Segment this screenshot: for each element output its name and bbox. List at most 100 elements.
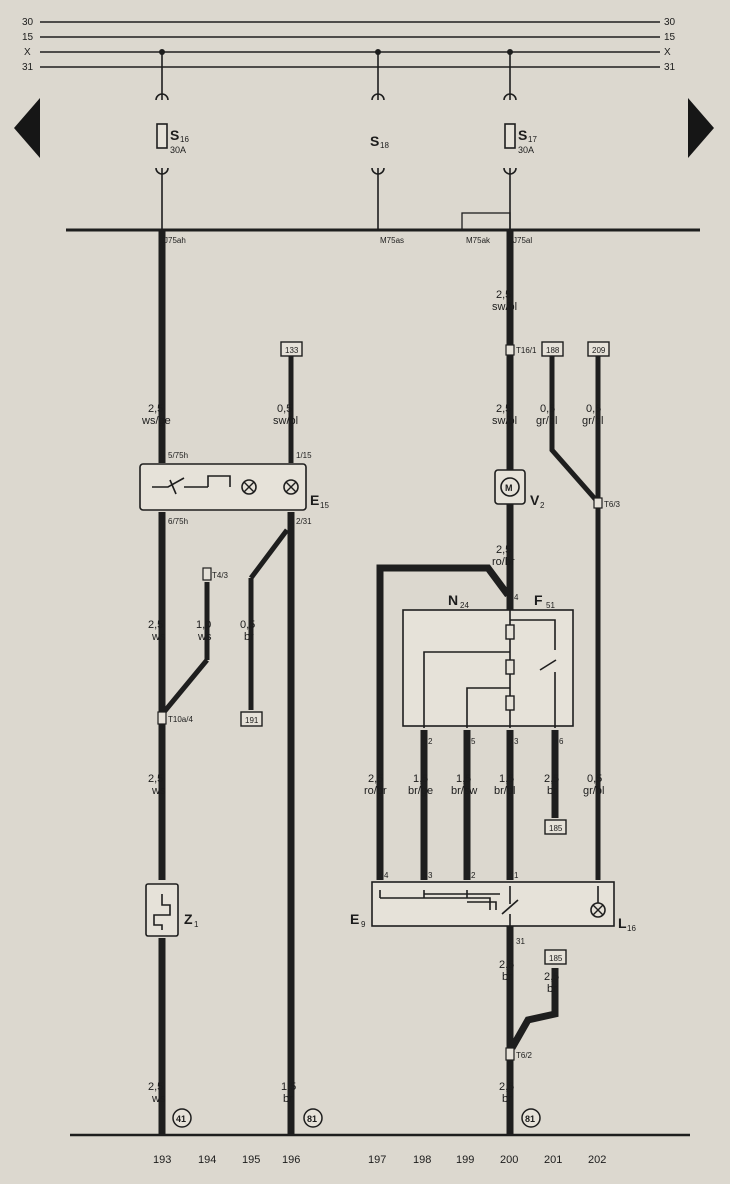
fuse-s16-label: S [170,127,179,143]
wire-label-size: 1,5 [413,773,428,785]
ref-box-185-b-label: 185 [549,954,563,963]
wire-label-size: 2,5 [496,403,511,415]
n24-pin-2: 2 [428,737,433,746]
wire-label-color: br/ge [408,785,433,797]
wire-label-size: 2,5 [544,773,559,785]
column-numbers: 193 194 195 196 197 198 199 200 201 202 [153,1154,606,1166]
ref-box-188-label: 188 [546,346,560,355]
e9-pin-2: 2 [471,871,476,880]
bus-lines: 30 15 X 31 30 15 X 31 [22,17,676,73]
l16-sub: 16 [627,924,636,933]
ref-box-209 [587,341,610,357]
ground-ref-41: 41 [176,1114,186,1124]
column-number: 199 [456,1154,474,1166]
wire-label-size: 0,5 [586,403,601,415]
next-page-arrow[interactable] [688,98,714,158]
component-z1: Z 1 [145,883,199,937]
fuse-s18-sub: 18 [380,141,389,150]
wire-label-color: gr/bl [583,785,604,797]
e9-pin-1: 1 [514,871,519,880]
pin-5-75h: 5/75h [168,451,188,460]
connectors: T16/1 T6/3 T4/3 T10a/4 T6/2 [157,344,621,1061]
wire-label-size: 2,5 [496,289,511,301]
ref-box-191 [240,711,263,727]
column-number: 196 [282,1154,300,1166]
resistor-n24-box: N 24 F 51 2 5 3 6 4 [402,592,574,746]
connector-t6-2: T6/2 [516,1051,533,1060]
bus-label-31-left: 31 [22,62,34,73]
bus-label-x-right: X [664,47,671,58]
wire-label-color: sw/bl [492,415,517,427]
wire-label-size: 0,5 [587,773,602,785]
wire-label-color: gr/bl [536,415,557,427]
switch-e9: E 9 L 16 4 3 2 1 31 [350,871,636,946]
ref-box-209-label: 209 [592,346,606,355]
column-number: 197 [368,1154,386,1166]
wire-label-size: 2,5 [499,959,514,971]
wire-label-size: 2,5 [148,1081,163,1093]
wire-label-color: br/bl [494,785,515,797]
wire-label-size: 0,5 [240,619,255,631]
e9-sub: 9 [361,920,366,929]
f51-sub: 51 [546,601,555,610]
wire-label-color: sw/bl [492,301,517,313]
fuse-s16-rating: 30A [170,145,186,155]
column-number: 202 [588,1154,606,1166]
bus-label-30-left: 30 [22,17,34,28]
wire-label-color: gr/bl [582,415,603,427]
wire-label-color: br [502,971,512,983]
pin-6-75h: 6/75h [168,517,188,526]
n24-pin-6: 6 [559,737,564,746]
wire-label-size: 0,5 [540,403,555,415]
wire-label-size: 2,5 [148,403,163,415]
connector-t16-1: T16/1 [516,346,537,355]
e9-pin-31: 31 [516,937,525,946]
n24-pin-3: 3 [514,737,519,746]
ref-box-133 [280,341,303,357]
fuse-s18: S 18 [370,52,389,230]
f51-label: F [534,592,543,608]
ref-box-133-label: 133 [285,346,299,355]
wire-label-size: 2,5 [148,773,163,785]
z1-label: Z [184,911,193,927]
reference-boxes: 133 188 209 191 185 185 [240,341,610,965]
wire-label-color: ws [197,631,212,643]
wire-label-color: ws [151,785,166,797]
wire-label-size: 1,5 [499,773,514,785]
wire-label-color: br [283,1093,293,1105]
ground-ref-81: 81 [525,1114,535,1124]
fuse-s17-sub: 17 [528,135,537,144]
e9-label: E [350,911,359,927]
ref-box-185-a [544,819,567,835]
wire-label-size: 2,5 [496,544,511,556]
bus-label-15-right: 15 [664,32,676,43]
e9-pin-3: 3 [428,871,433,880]
wire-label-size: 1,0 [196,619,211,631]
column-number: 201 [544,1154,562,1166]
pin-1-15: 1/15 [296,451,312,460]
ref-box-191-label: 191 [245,716,259,725]
pin-2-31: 2/31 [296,517,312,526]
bus-label-15-left: 15 [22,32,34,43]
wire-label-color: ws [151,631,166,643]
fuse-s16: S 16 30A [155,52,189,230]
motor-v2: M V 2 [494,469,545,510]
ground-references: 41 81 81 [172,1108,541,1128]
wire-labels: 2,5 ws/ge 0,5 sw/bl 2,5 sw/bl 2,5 sw/bl … [141,289,604,1105]
previous-page-arrow[interactable] [14,98,40,158]
e9-pin-4: 4 [384,871,389,880]
ground-ref-81: 81 [307,1114,317,1124]
wire-label-size: 2,5 [368,773,383,785]
connector-t6-3: T6/3 [604,500,621,509]
wire-label-color: sw/bl [273,415,298,427]
fuse-s17-label: S [518,127,527,143]
connector-t10a-4: T10a/4 [168,715,193,724]
v2-sub: 2 [540,501,545,510]
wire-paths [158,231,601,1135]
bus-label-30-right: 30 [664,17,676,28]
z1-sub: 1 [194,920,199,929]
fuse-s18-label: S [370,133,379,149]
e15-sub: 15 [320,501,329,510]
terminal-j75al: J75al [513,236,532,245]
